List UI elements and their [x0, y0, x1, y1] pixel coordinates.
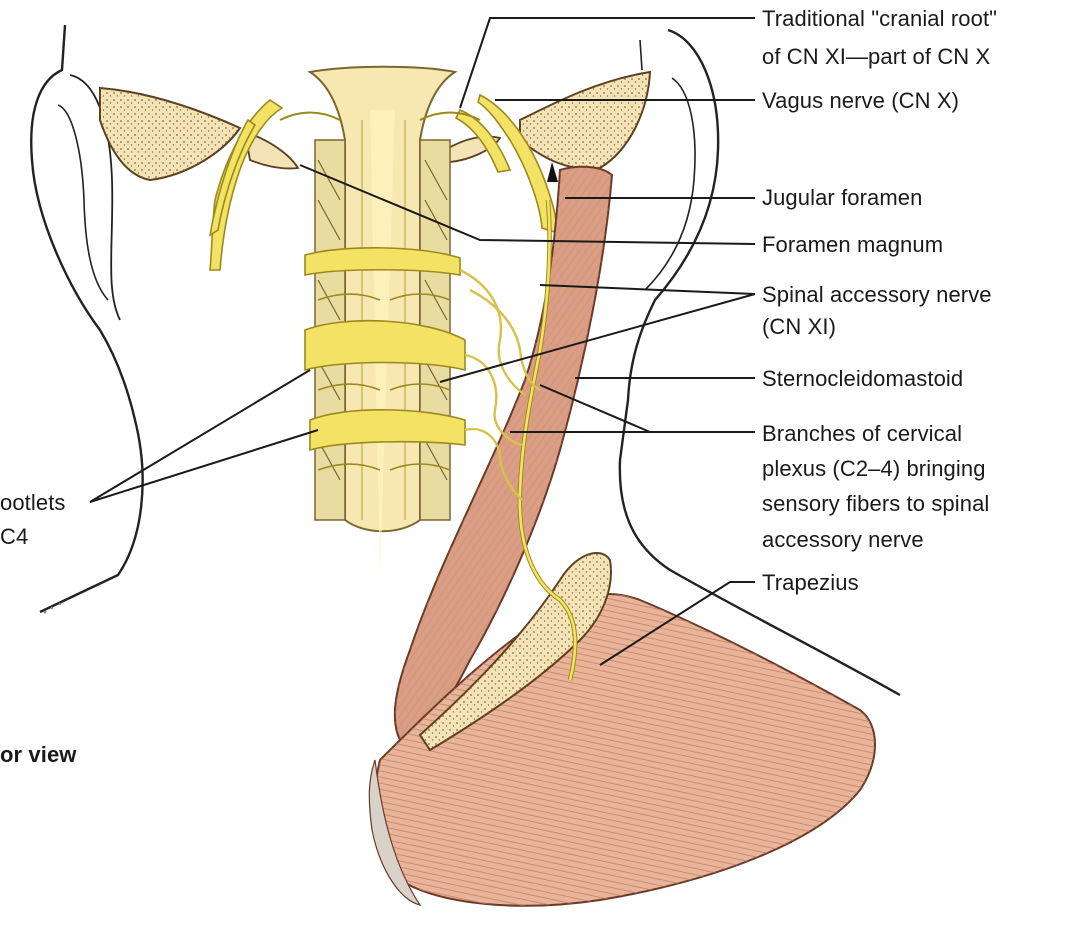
label-vagus-nerve: Vagus nerve (CN X): [762, 88, 959, 114]
label-cranial-root-line1: Traditional "cranial root": [762, 6, 997, 32]
view-caption: or view: [0, 742, 77, 768]
label-cervical-line3: sensory fibers to spinal: [762, 491, 989, 517]
label-rootlets-line2: C4: [0, 524, 28, 550]
label-rootlets-line1: ootlets: [0, 490, 66, 516]
label-cranial-root-line2: of CN XI—part of CN X: [762, 44, 990, 70]
label-spinal-accessory-line2: (CN XI): [762, 314, 836, 340]
label-cervical-line2: plexus (C2–4) bringing: [762, 456, 986, 482]
label-jugular-foramen: Jugular foramen: [762, 185, 922, 211]
jugular-arrow-icon: [547, 162, 558, 182]
label-sternocleidomastoid: Sternocleidomastoid: [762, 366, 963, 392]
label-foramen-magnum: Foramen magnum: [762, 232, 943, 258]
label-cervical-line4: accessory nerve: [762, 527, 924, 553]
label-spinal-accessory-line1: Spinal accessory nerve: [762, 282, 992, 308]
label-cervical-line1: Branches of cervical: [762, 421, 962, 447]
label-trapezius: Trapezius: [762, 570, 859, 596]
